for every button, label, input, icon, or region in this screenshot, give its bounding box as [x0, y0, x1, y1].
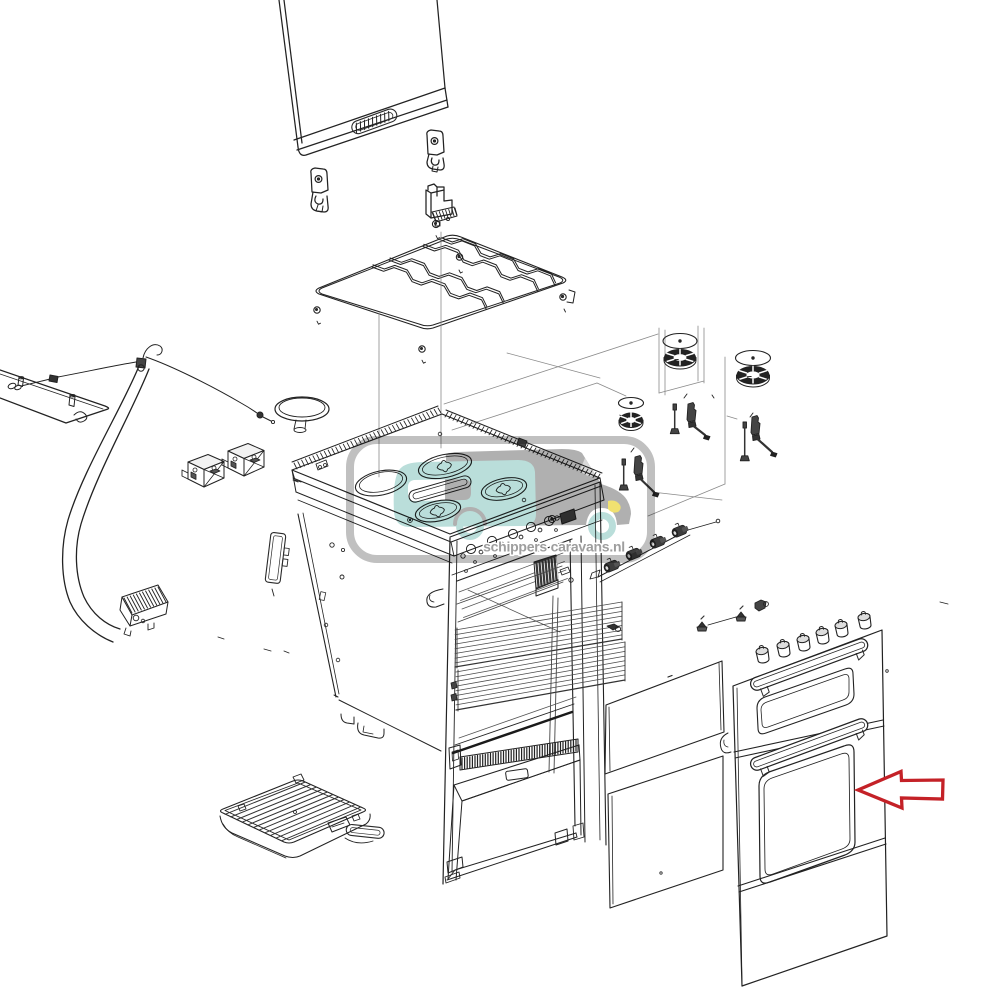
svg-text:schippers caravans.nl: schippers caravans.nl — [483, 539, 625, 555]
